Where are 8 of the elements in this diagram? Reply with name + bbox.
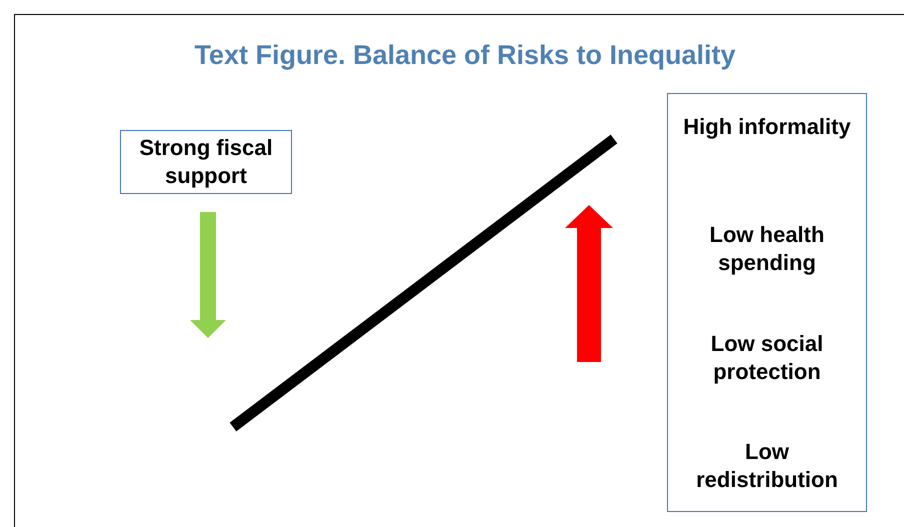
risk-label: Strong fiscal support bbox=[138, 134, 274, 190]
risk-label: Low social protection bbox=[710, 330, 824, 386]
risk-label: Low health spending bbox=[708, 221, 826, 277]
risk-label: High informality bbox=[682, 113, 852, 141]
text-box bbox=[120, 130, 292, 194]
text-box bbox=[667, 93, 867, 512]
title: Text Figure. Balance of Risks to Inequality bbox=[193, 40, 737, 71]
risk-label: Low redistribution bbox=[695, 438, 839, 494]
